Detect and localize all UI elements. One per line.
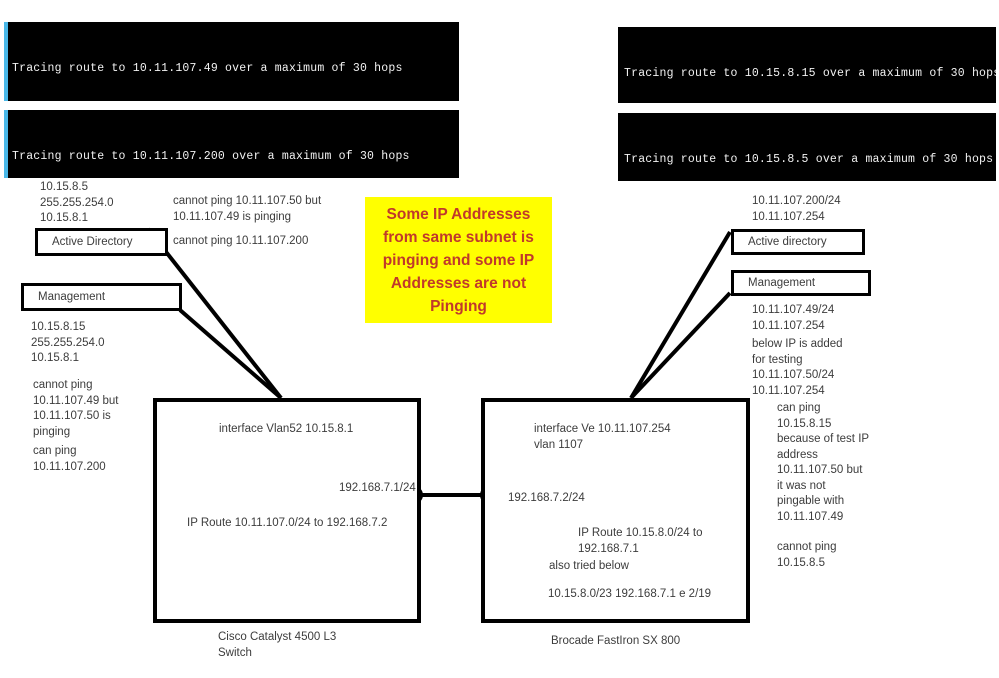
brocade-route-line: IP Route 10.15.8.0/24 to 192.168.7.1 <box>578 527 703 555</box>
brocade-alt-route-line: 10.15.8.0/23 192.168.7.1 e 2/19 <box>548 588 712 600</box>
left-active-directory-label: Active Directory <box>52 236 133 248</box>
terminal-left-accent-bar <box>4 22 8 101</box>
cisco-interface-line: interface Vlan52 10.15.8.1 <box>219 423 354 435</box>
left-mgmt-ip-block: 10.15.8.15 255.255.254.0 10.15.8.1 <box>31 321 105 364</box>
left-ping-note-1: cannot ping 10.11.107.50 but 10.11.107.4… <box>173 195 322 223</box>
cisco-route-line: IP Route 10.11.107.0/24 to 192.168.7.2 <box>187 517 388 529</box>
left-management-box[interactable]: Management <box>21 283 182 311</box>
brocade-caption: Brocade FastIron SX 800 <box>551 635 681 647</box>
right-test-ip-note: below IP is added for testing 10.11.107.… <box>752 338 843 397</box>
brocade-also-tried-label: also tried below <box>549 560 629 572</box>
left-mgmt-note-2: can ping 10.11.107.200 <box>33 445 106 473</box>
terminal-title: Tracing route to 10.11.107.200 over a ma… <box>12 150 410 163</box>
right-cannot-ping-note: cannot ping 10.15.8.5 <box>777 541 837 569</box>
terminal-window-traceroute-2: Tracing route to 10.11.107.200 over a ma… <box>4 110 459 178</box>
brocade-interface-line: interface Ve 10.11.107.254 vlan 1107 <box>534 423 671 451</box>
right-ad-ip-block: 10.11.107.200/24 10.11.107.254 <box>752 195 841 223</box>
terminal-title: Tracing route to 10.15.8.5 over a maximu… <box>624 153 994 166</box>
brocade-switch-box[interactable]: interface Ve 10.11.107.254 vlan 1107 192… <box>481 398 750 623</box>
right-can-ping-note: can ping 10.15.8.15 because of test IP a… <box>777 402 870 523</box>
terminal-left-accent-bar <box>4 110 8 178</box>
terminal-window-traceroute-1: Tracing route to 10.11.107.49 over a max… <box>4 22 459 101</box>
terminal-title: Tracing route to 10.15.8.15 over a maxim… <box>624 67 996 80</box>
cisco-port-ip: 192.168.7.1/24 <box>339 482 416 494</box>
left-active-directory-box[interactable]: Active Directory <box>35 228 168 256</box>
left-ad-ip-block: 10.15.8.5 255.255.254.0 10.15.8.1 <box>40 181 114 224</box>
callout-text: Some IP Addresses from same subnet is pi… <box>382 205 535 315</box>
left-mgmt-note-1: cannot ping 10.11.107.49 but 10.11.107.5… <box>33 379 119 438</box>
callout-box: Some IP Addresses from same subnet is pi… <box>365 197 552 323</box>
cisco-caption: Cisco Catalyst 4500 L3 Switch <box>218 631 337 659</box>
left-management-label: Management <box>38 291 106 303</box>
right-management-label: Management <box>748 277 816 289</box>
terminal-window-traceroute-3: Tracing route to 10.15.8.15 over a maxim… <box>618 27 996 103</box>
brocade-port-ip: 192.168.7.2/24 <box>508 492 585 504</box>
right-management-box[interactable]: Management <box>731 270 871 296</box>
terminal-title: Tracing route to 10.11.107.49 over a max… <box>12 62 403 75</box>
cisco-switch-box[interactable]: interface Vlan52 10.15.8.1 192.168.7.1/2… <box>153 398 421 623</box>
left-ping-note-2: cannot ping 10.11.107.200 <box>173 235 309 247</box>
right-active-directory-label: Active directory <box>748 236 827 248</box>
right-mgmt-ip-block: 10.11.107.49/24 10.11.107.254 <box>752 304 835 332</box>
right-active-directory-box[interactable]: Active directory <box>731 229 865 255</box>
terminal-window-traceroute-4: Tracing route to 10.15.8.5 over a maximu… <box>618 113 996 181</box>
